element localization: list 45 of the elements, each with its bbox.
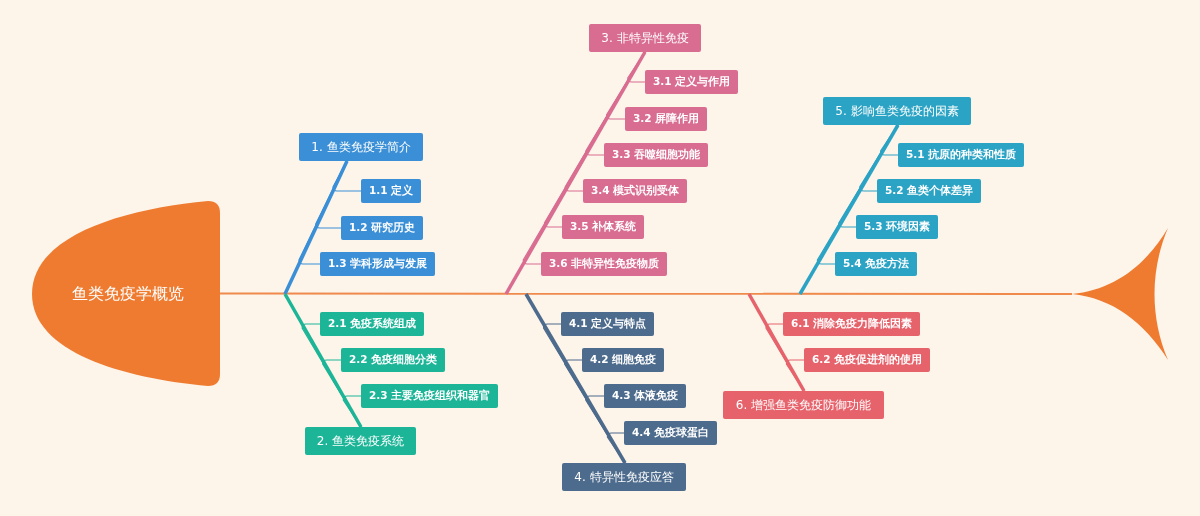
cause-box: 2.2 免疫细胞分类 [341,348,446,372]
cause-box: 2.3 主要免疫组织和器官 [361,384,499,408]
category-box: 2. 鱼类免疫系统 [305,427,416,455]
bone-line [283,160,349,295]
spine-line [219,292,1073,295]
branch-line [332,160,362,192]
cause-box: 6.1 消除免疫力降低因素 [783,312,921,336]
cause-box: 5.3 环境因素 [856,215,939,239]
cause-box: 3.6 非特异性免疫物质 [541,252,668,276]
category-box: 4. 特异性免疫应答 [562,463,686,491]
category-box: 1. 鱼类免疫学简介 [299,133,423,161]
cause-box: 2.1 免疫系统组成 [320,312,425,336]
cause-box: 5.2 鱼类个体差异 [877,179,982,203]
category-box: 6. 增强鱼类免疫防御功能 [723,391,884,419]
branch-line [342,395,362,428]
cause-box: 5.1 抗原的种类和性质 [898,143,1025,167]
branch-line [606,432,626,464]
cause-box: 3.4 模式识别受体 [583,179,688,203]
cause-box: 3.3 吞噬细胞功能 [604,143,709,167]
cause-box: 4.2 细胞免疫 [582,348,665,372]
cause-box: 6.2 免疫促进剂的使用 [804,348,931,372]
cause-box: 3.5 补体系统 [562,215,645,239]
cause-box: 3.2 屏障作用 [625,107,708,131]
category-box: 3. 非特异性免疫 [589,24,701,52]
cause-box: 4.1 定义与特点 [561,312,655,336]
branch-line [522,51,646,265]
head-label: 鱼类免疫学概览 [72,284,184,305]
bone-line [747,293,806,392]
cause-box: 4.3 体液免疫 [604,384,687,408]
category-box: 5. 影响鱼类免疫的因素 [823,97,971,125]
branch-line [816,124,899,265]
cause-box: 1.2 研究历史 [341,216,424,240]
bone-line [798,124,900,295]
bone-line [283,293,363,428]
bone-line [524,293,627,464]
cause-box: 1.3 学科形成与发展 [320,252,436,276]
cause-box: 5.4 免疫方法 [835,252,918,276]
cause-box: 1.1 定义 [361,179,422,203]
cause-box: 4.4 免疫球蛋白 [624,421,718,445]
cause-box: 3.1 定义与作用 [645,70,739,94]
fish-tail [1072,228,1168,360]
bone-line [504,51,647,295]
fish-head [32,200,220,387]
branch-line [785,359,805,392]
branch-line [298,160,348,265]
